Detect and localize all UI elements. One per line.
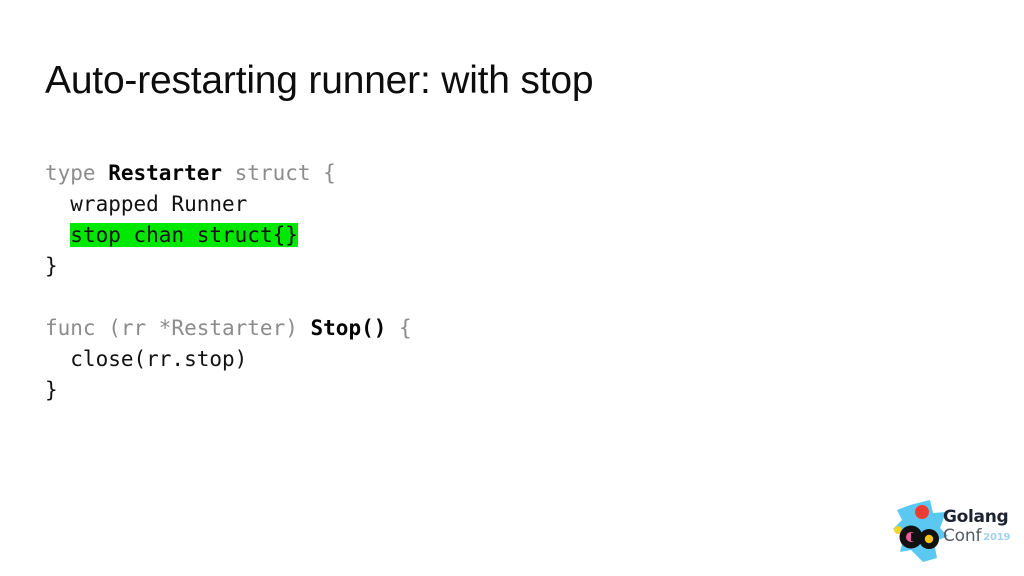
code-token: close(rr.stop): [45, 347, 248, 371]
code-token: stop chan struct{}: [70, 223, 298, 247]
code-token: func (rr *Restarter): [45, 316, 311, 340]
code-block: type Restarter struct { wrapped Runner s…: [45, 158, 412, 406]
code-token: Stop(): [310, 316, 387, 340]
line-close-brace-2: }: [45, 375, 412, 406]
page-title: Auto-restarting runner: with stop: [45, 59, 594, 102]
line-wrapped-runner: wrapped Runner: [45, 189, 412, 220]
code-token: wrapped Runner: [45, 192, 248, 216]
line-close-rr-stop: close(rr.stop): [45, 344, 412, 375]
code-token: }: [45, 378, 58, 402]
line-close-brace-1: }: [45, 251, 412, 282]
line-blank: [45, 282, 412, 313]
logo-event-text: Conf: [943, 526, 982, 546]
code-token: }: [45, 254, 58, 278]
code-token: {: [386, 316, 412, 340]
code-token: [45, 223, 70, 247]
logo-year-text: 2019: [983, 532, 1011, 543]
code-token: Restarter: [108, 161, 223, 185]
code-token: struct {: [222, 161, 336, 185]
golang-gopher-mark-icon: [893, 500, 949, 562]
logo-brand-text: Golang: [943, 507, 1009, 527]
code-token: type: [45, 161, 109, 185]
line-stop-chan: stop chan struct{}: [45, 220, 412, 251]
line-func-stop: func (rr *Restarter) Stop() {: [45, 313, 412, 344]
line-type-restarter: type Restarter struct {: [45, 158, 412, 189]
